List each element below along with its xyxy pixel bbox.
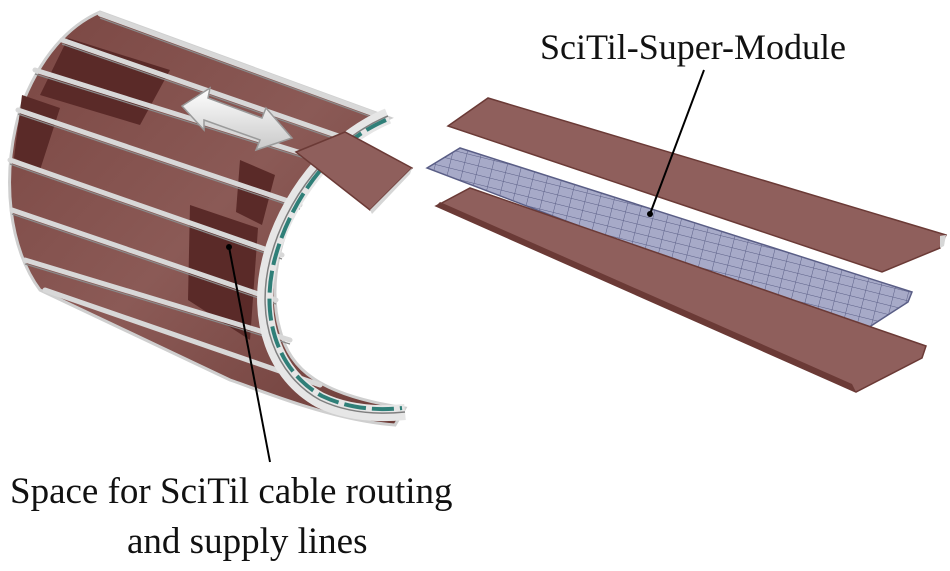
top-cover-lip <box>940 235 946 248</box>
bottom-cover-lip <box>436 202 856 392</box>
space-label-line1: Space for SciTil cable routing <box>10 471 453 512</box>
double-arrow-icon <box>180 86 294 152</box>
space-label-line2: and supply lines <box>127 521 368 562</box>
super-module-leader-dot <box>647 211 653 217</box>
end-frame-sensors <box>267 118 403 412</box>
super-module <box>425 97 948 393</box>
space-leader-line <box>228 246 271 463</box>
barrel-section <box>7 10 414 427</box>
sliding-module-edge <box>370 168 412 214</box>
space-leader-dot <box>226 244 232 250</box>
super-module-leader-line <box>649 69 705 215</box>
super-module-label: SciTil-Super-Module <box>540 27 846 67</box>
